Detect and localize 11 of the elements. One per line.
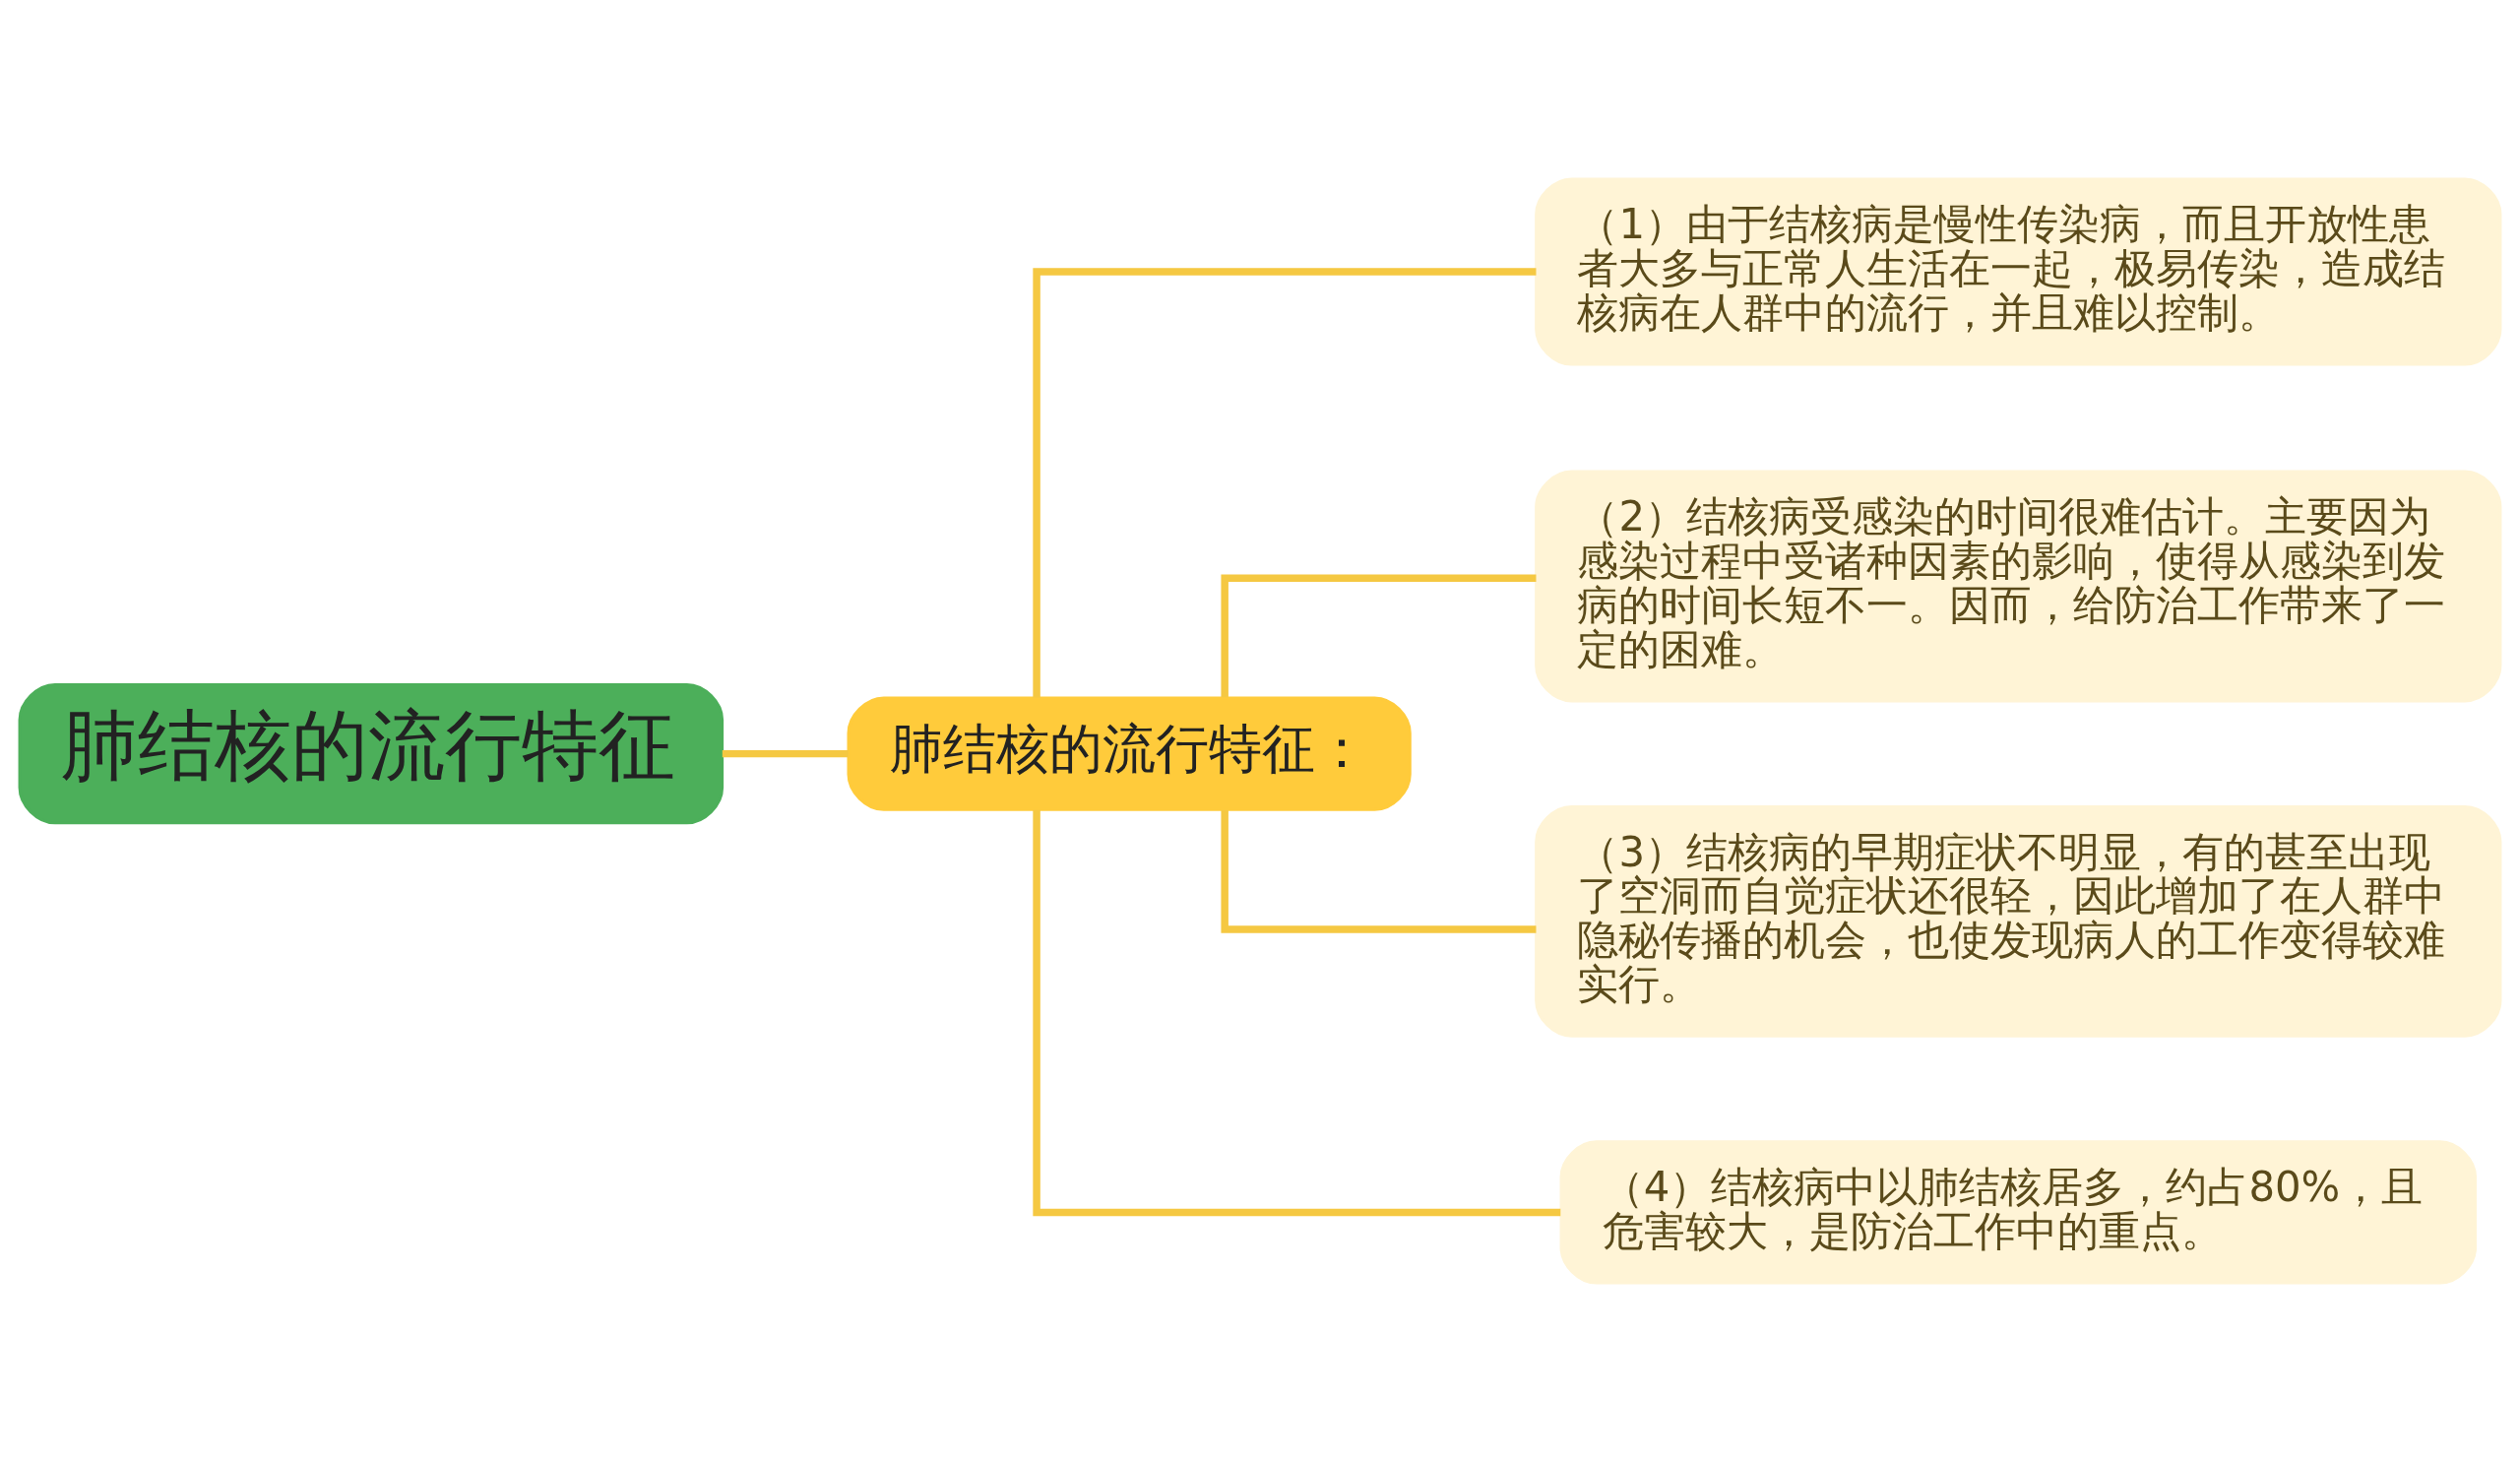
connector: [1033, 268, 1537, 698]
connector: [722, 749, 849, 758]
node-box: （3）结核病的早期症状不明显，有的甚至出现了空洞而自觉症状还很轻，因此增加了在人群中隐秘传播的机会，也使发现病人的工作变得较难实行。: [1535, 804, 2502, 1038]
node-box: 肺结核的流行特征: [18, 683, 724, 825]
node-box: （4）结核病中以肺结核居多，约占80%，且危害较大，是防治工作中的重点。: [1559, 1140, 2478, 1285]
node-box: 肺结核的流行特征：: [847, 696, 1412, 811]
node-box: （1）由于结核病是慢性传染病，而且开放性患者大多与正常人生活在一起，极易传染，造成结核病在人群中的流行，并且难以控制。: [1535, 177, 2502, 366]
connector: [1221, 810, 1537, 933]
connector: [1221, 574, 1537, 698]
connector: [1033, 809, 1561, 1217]
node-box: （2）结核病受感染的时间很难估计。主要因为感染过程中受诸种因素的影响，使得从感染到发病的时间长短不一。因而，给防治工作带来了一定的困难。: [1535, 470, 2502, 703]
